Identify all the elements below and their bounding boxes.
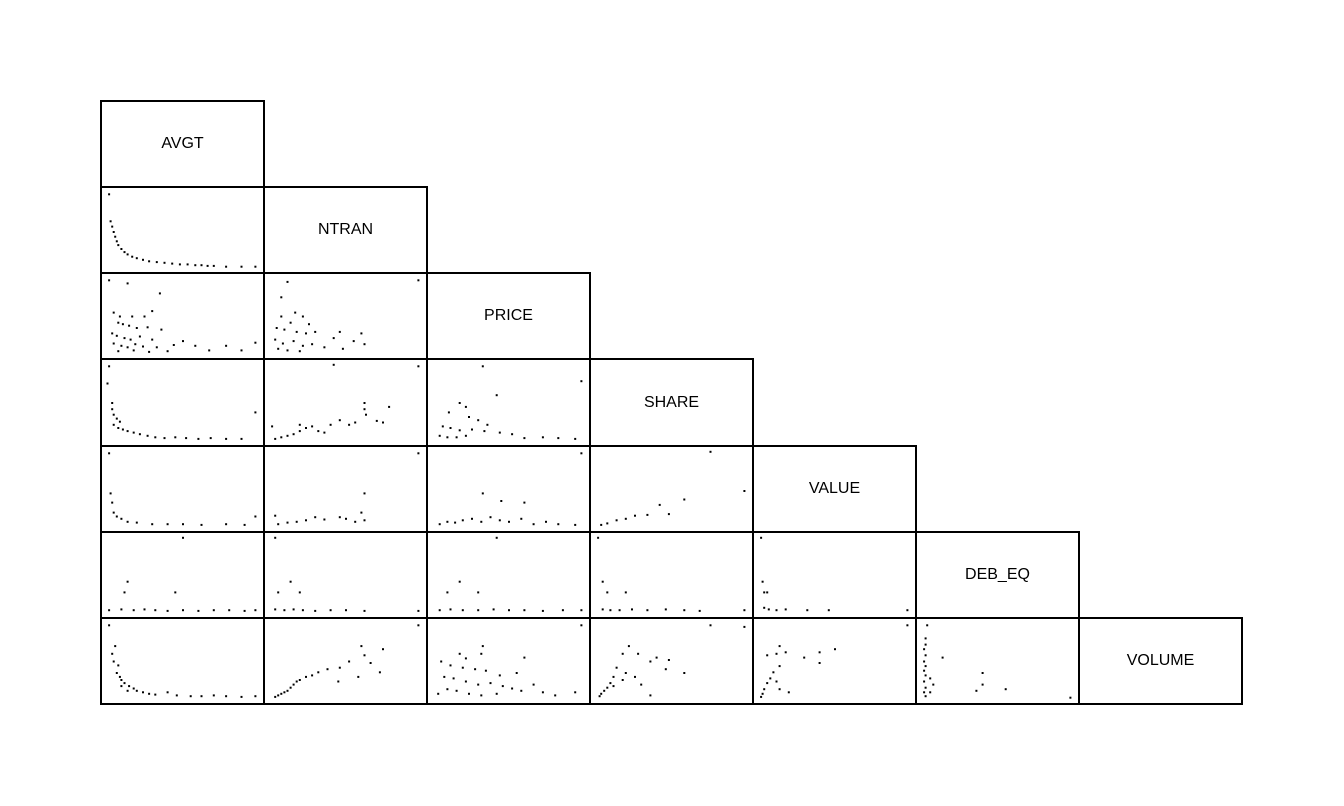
scatter-panel-share-vs-avgt bbox=[100, 358, 265, 447]
scatter-panel-volume-vs-avgt bbox=[100, 617, 265, 705]
scatter-points bbox=[108, 536, 257, 612]
variable-label: AVGT bbox=[161, 135, 204, 152]
scatter-points bbox=[274, 452, 420, 526]
scatter-panel-volume-vs-ntran bbox=[263, 617, 428, 705]
diagonal-label-value: VALUE bbox=[752, 445, 917, 533]
scatter-panel-value-vs-share bbox=[589, 445, 754, 533]
scatter-points bbox=[438, 452, 583, 526]
variable-label: SHARE bbox=[643, 393, 700, 411]
scatter-panel-price-vs-avgt bbox=[100, 272, 265, 360]
scatter-points bbox=[437, 624, 583, 697]
variable-label: VALUE bbox=[808, 480, 861, 497]
scatter-points bbox=[274, 279, 420, 353]
scatter-panel-deb_eq-vs-avgt bbox=[100, 531, 265, 619]
scatter-panel-volume-vs-price bbox=[426, 617, 591, 705]
scatter-panel-value-vs-ntran bbox=[263, 445, 428, 533]
scatter-points bbox=[274, 624, 420, 698]
scatter-panel-volume-vs-value bbox=[752, 617, 917, 705]
scatter-points bbox=[271, 363, 420, 440]
scatter-points bbox=[438, 536, 583, 612]
scatter-points bbox=[760, 624, 909, 698]
variable-label: PRICE bbox=[484, 307, 533, 324]
scatter-panel-share-vs-ntran bbox=[263, 358, 428, 447]
scatter-panel-price-vs-ntran bbox=[263, 272, 428, 360]
scatter-panel-volume-vs-deb_eq bbox=[915, 617, 1080, 705]
diagonal-label-share: SHARE bbox=[589, 358, 754, 447]
scatter-points bbox=[600, 450, 746, 526]
scatter-points bbox=[108, 279, 257, 353]
scatter-points bbox=[598, 624, 746, 698]
scatter-points bbox=[597, 536, 746, 612]
scatter-panel-volume-vs-share bbox=[589, 617, 754, 705]
scatter-points bbox=[108, 624, 257, 698]
scatter-points bbox=[106, 365, 257, 440]
scatter-points bbox=[760, 536, 909, 612]
scatter-panel-deb_eq-vs-value bbox=[752, 531, 917, 619]
scatter-panel-share-vs-price bbox=[426, 358, 591, 447]
diagonal-label-ntran: NTRAN bbox=[263, 186, 428, 274]
diagonal-label-price: PRICE bbox=[426, 272, 591, 360]
scatter-panel-deb_eq-vs-share bbox=[589, 531, 754, 619]
scatter-panel-value-vs-price bbox=[426, 445, 591, 533]
variable-label: NTRAN bbox=[317, 221, 374, 238]
scatter-points bbox=[108, 193, 257, 268]
scatter-panel-ntran-vs-avgt bbox=[100, 186, 265, 274]
scatter-panel-deb_eq-vs-price bbox=[426, 531, 591, 619]
scatter-points bbox=[108, 452, 257, 526]
diagonal-label-volume: VOLUME bbox=[1078, 617, 1243, 705]
scatter-points bbox=[438, 365, 583, 440]
scatter-panel-value-vs-avgt bbox=[100, 445, 265, 533]
diagonal-label-deb-eq: DEB_EQ bbox=[915, 531, 1080, 619]
scatter-panel-deb_eq-vs-ntran bbox=[263, 531, 428, 619]
diagonal-label-avgt: AVGT bbox=[100, 100, 265, 188]
scatter-points bbox=[274, 536, 420, 612]
scatter-points bbox=[923, 624, 1072, 699]
variable-label: VOLUME bbox=[1126, 652, 1195, 669]
variable-label: DEB_EQ bbox=[965, 566, 1030, 583]
